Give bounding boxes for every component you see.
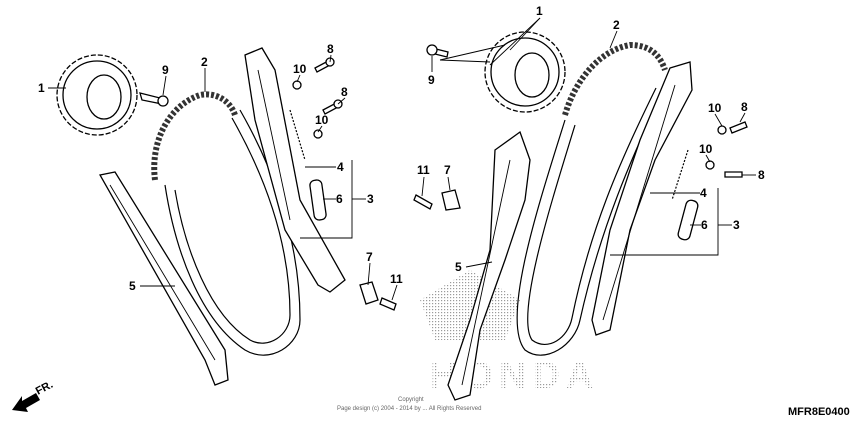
front-label: FR. <box>34 379 55 398</box>
callout-cam-sprocket: 1 <box>536 4 543 18</box>
watermark-copyright: Copyright <box>398 397 424 403</box>
leader-lines <box>48 17 756 301</box>
right-clip-and-bolt <box>413 189 461 211</box>
callout-sprocket-bolt: 9 <box>162 63 169 77</box>
left-cam-sprocket <box>56 54 138 136</box>
callout-washer-10b: 10 <box>699 142 713 156</box>
callout-chain-guide: 5 <box>455 260 462 274</box>
callouts-left: 1 9 2 8 10 8 10 4 6 3 5 7 11 <box>38 42 403 293</box>
callout-tensioner: 3 <box>733 218 740 232</box>
callout-pin: 6 <box>701 218 708 232</box>
callout-clip: 7 <box>366 250 373 264</box>
right-sprocket-bolt <box>426 44 449 58</box>
callout-cam-chain: 2 <box>613 18 620 32</box>
right-tensioner-pin <box>677 199 699 241</box>
callout-bolt-8a: 8 <box>741 100 748 114</box>
callout-washer-10a: 10 <box>708 101 722 115</box>
callout-spring: 4 <box>700 186 707 200</box>
left-tensioner-spring <box>289 109 306 161</box>
callout-bolt-11: 11 <box>417 163 430 177</box>
left-sprocket-bolt <box>139 92 169 107</box>
diagram-code: MFR8E0400 <box>788 406 850 418</box>
left-chain-guide <box>98 171 229 386</box>
left-tensioner-pin <box>309 179 327 221</box>
left-chain-tensioner-arm <box>244 47 346 293</box>
callout-cam-sprocket: 1 <box>38 81 45 95</box>
callout-washer-10a: 10 <box>293 62 307 76</box>
honda-watermark-logo: HONDA <box>420 270 593 397</box>
callout-sprocket-bolt: 9 <box>428 73 435 87</box>
callout-spring: 4 <box>337 160 344 174</box>
left-clip-and-bolt <box>359 281 397 311</box>
callout-bolt-11: 11 <box>390 272 403 286</box>
callout-washer-10b: 10 <box>315 113 329 127</box>
callout-pin: 6 <box>336 192 343 206</box>
right-chain-guide <box>447 130 531 401</box>
callout-bolt-8a: 8 <box>327 42 334 56</box>
callout-bolt-8b: 8 <box>341 85 348 99</box>
left-bolts <box>292 57 343 139</box>
right-tensioner-spring <box>671 149 689 201</box>
callout-bolt-8b: 8 <box>758 168 765 182</box>
callout-clip: 7 <box>444 163 451 177</box>
front-arrow-icon: FR. <box>12 379 55 412</box>
right-cam-sprocket <box>484 31 566 113</box>
callout-chain-guide: 5 <box>129 279 136 293</box>
watermark-page-design: Page design (c) 2004 - 2014 by ... All R… <box>337 406 481 412</box>
callout-cam-chain: 2 <box>201 55 208 69</box>
right-cam-chain <box>516 41 669 356</box>
callouts-right: 1 2 9 11 7 5 10 8 10 8 4 6 3 <box>417 4 765 274</box>
right-chain-tensioner-arm <box>591 61 693 336</box>
callout-tensioner: 3 <box>367 192 374 206</box>
